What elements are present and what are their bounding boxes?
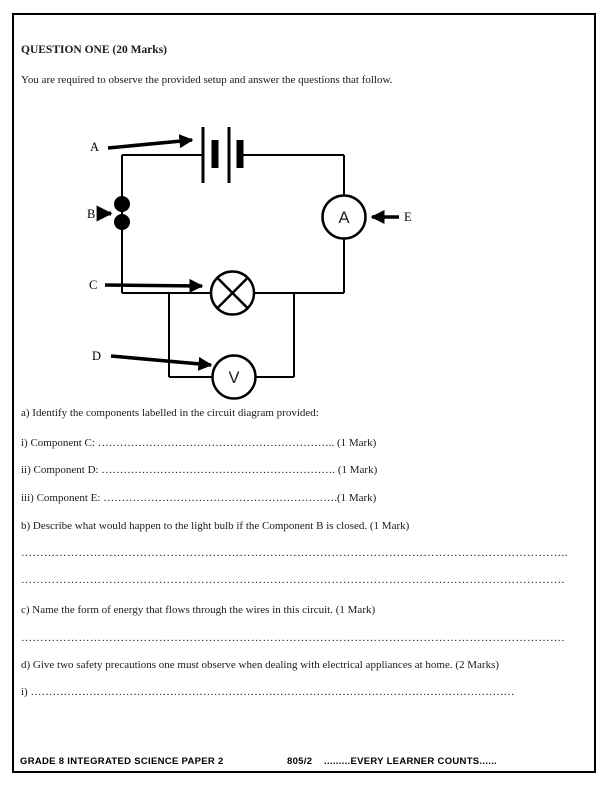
question-a-ii: ii) Component D: ………………………………………………………. … xyxy=(21,464,378,476)
ammeter-letter: A xyxy=(338,209,349,227)
voltmeter-icon: V xyxy=(211,354,257,400)
label-e: E xyxy=(404,210,412,224)
page-border xyxy=(12,13,596,773)
question-a-iii: iii) Component E: ……………………………………………………….… xyxy=(21,492,377,504)
question-a-i: i) Component C: ……………………………………………………….. … xyxy=(21,437,377,449)
question-a: a) Identify the components labelled in t… xyxy=(21,407,319,419)
question-b: b) Describe what would happen to the lig… xyxy=(21,520,410,532)
label-d: D xyxy=(92,349,101,363)
question-c: c) Name the form of energy that flows th… xyxy=(21,604,376,616)
label-b: B xyxy=(87,207,95,221)
label-d-arrow xyxy=(110,354,213,371)
answer-line-b2: …………………………………………………………………………………………………………… xyxy=(21,574,565,586)
intro-text: You are required to observe the provided… xyxy=(21,74,393,86)
question-title: QUESTION ONE (20 Marks) xyxy=(21,44,167,56)
answer-line-c1: …………………………………………………………………………………………………………… xyxy=(21,632,565,644)
battery-icon xyxy=(201,127,244,183)
label-c: C xyxy=(89,278,97,292)
answer-line-b1: …………………………………………………………………………………………………………… xyxy=(21,547,568,559)
circuit-wires xyxy=(121,154,345,378)
footer-paper-code: 805/2 xyxy=(287,756,313,767)
label-a: A xyxy=(90,140,99,154)
label-c-arrow xyxy=(104,278,204,293)
label-a-arrow xyxy=(107,134,194,150)
open-switch-icon xyxy=(114,196,130,230)
footer-motto: .........EVERY LEARNER COUNTS...... xyxy=(324,756,498,767)
question-d: d) Give two safety precautions one must … xyxy=(21,659,500,671)
ammeter-icon: A xyxy=(321,194,367,240)
bulb-icon xyxy=(209,270,256,316)
page-footer: GRADE 8 INTEGRATED SCIENCE PAPER 2 805/2… xyxy=(0,756,612,772)
footer-paper-title: GRADE 8 INTEGRATED SCIENCE PAPER 2 xyxy=(20,756,224,767)
answer-line-d-i: i) …………………………………………………………………………………………………… xyxy=(21,686,515,698)
voltmeter-letter: V xyxy=(228,369,239,387)
